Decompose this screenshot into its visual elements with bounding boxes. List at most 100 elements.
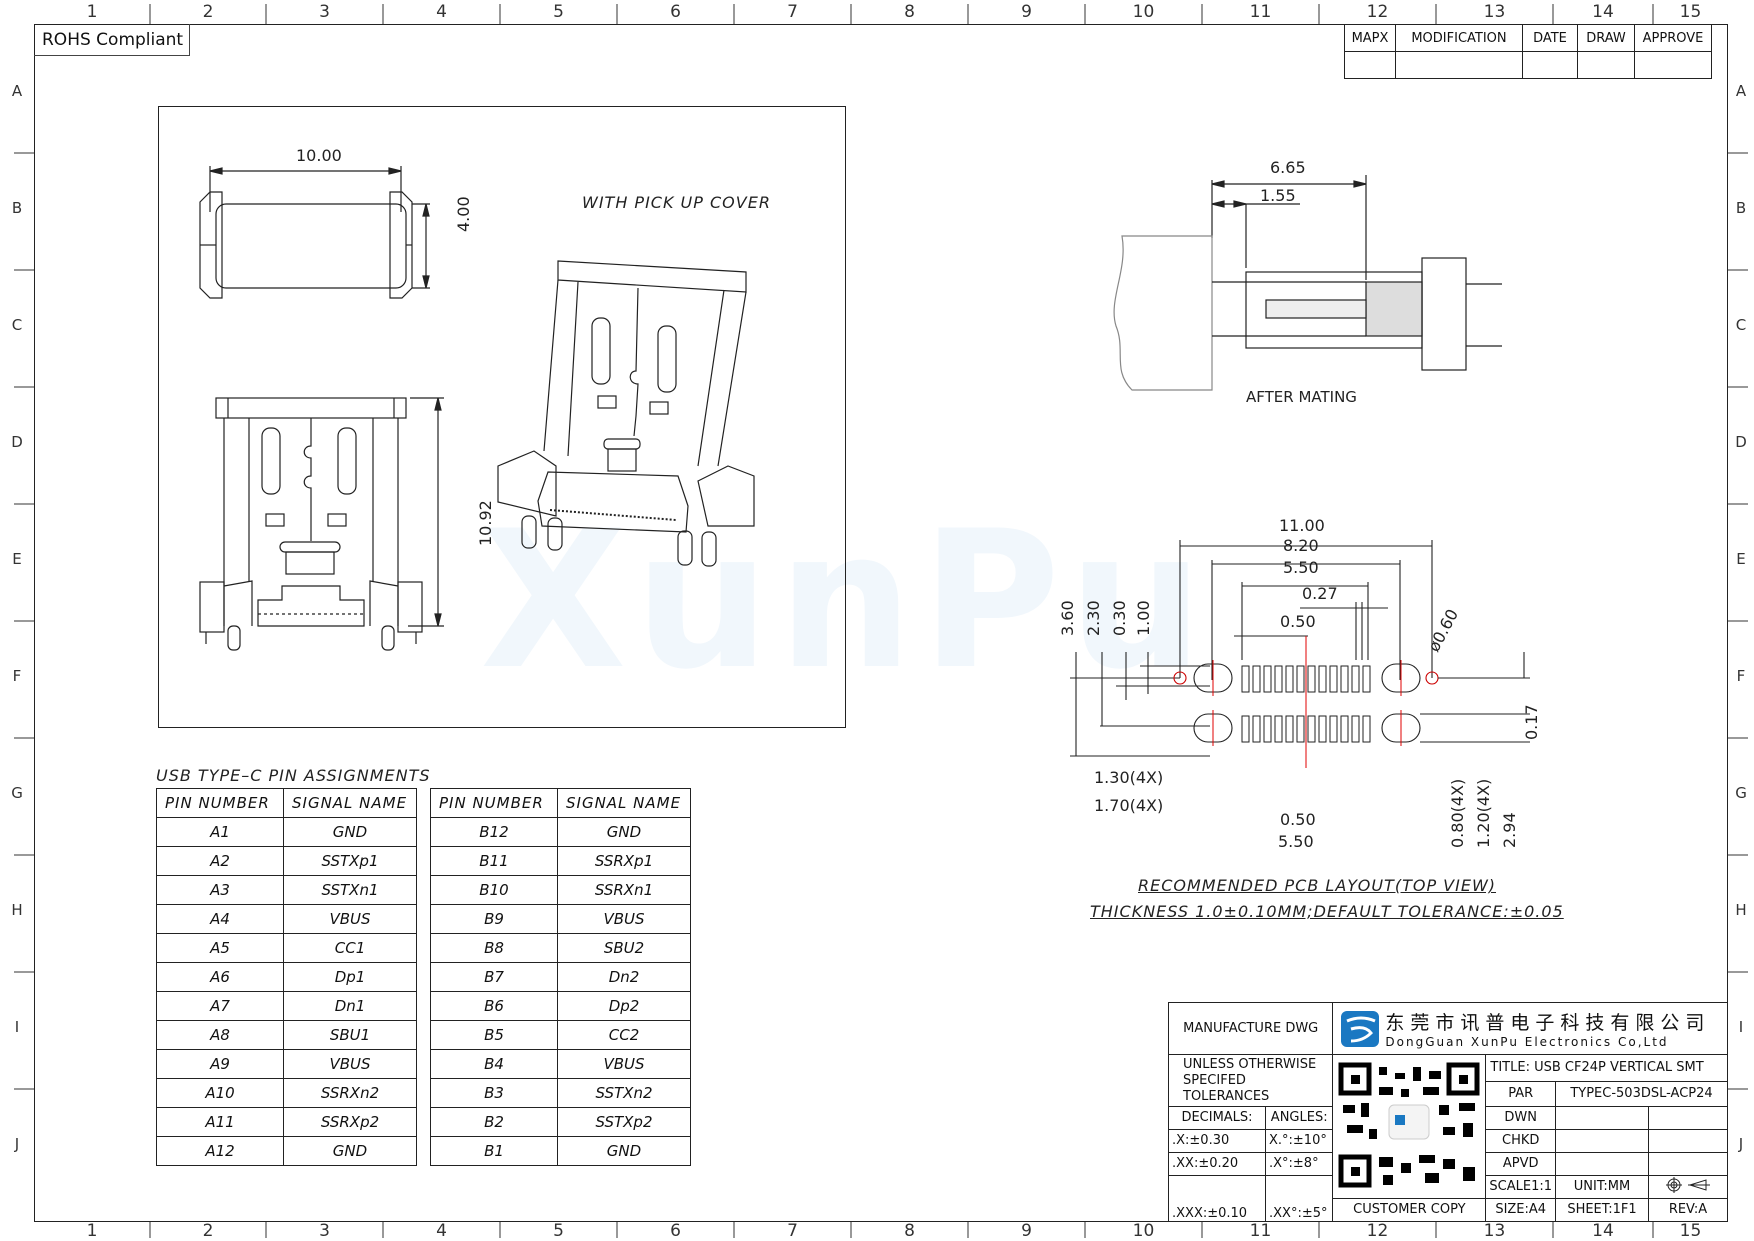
zone-label: C — [11, 316, 23, 334]
zone-label: 13 — [1483, 1221, 1506, 1241]
dim-pcb-5-50: 5.50 — [1283, 558, 1319, 577]
decimal-tol-1: .X:±0.30 — [1168, 1128, 1266, 1153]
dim-height-4: 4.00 — [454, 196, 473, 232]
rev-header-approve: APPROVE — [1634, 24, 1712, 52]
dim-pcb-8-20: 8.20 — [1283, 536, 1319, 555]
signal-name: GND — [557, 817, 691, 847]
apvd-date — [1648, 1151, 1728, 1176]
iso-view-label: WITH PICK UP COVER — [582, 193, 771, 212]
chkd-label: CHKD — [1485, 1128, 1556, 1153]
signal-name: SSRXn2 — [283, 1078, 417, 1108]
zone-ruler-top: 1 2 3 4 5 6 7 8 9 10 11 12 13 14 15 — [34, 0, 1728, 24]
signal-name: SSTXp2 — [557, 1107, 691, 1137]
pin-number: A9 — [156, 1049, 284, 1079]
signal-name: GND — [557, 1136, 691, 1166]
pin-assignments-title: USB TYPE–C PIN ASSIGNMENTS — [156, 766, 431, 785]
dim-pcb-1-70-4x: 1.70(4X) — [1094, 796, 1164, 815]
dim-pcb-pitch-0-50: 0.50 — [1280, 612, 1316, 631]
zone-label: 14 — [1592, 2, 1614, 22]
pin-number: A5 — [156, 933, 284, 963]
dim-pcb-0-27: 0.27 — [1302, 584, 1338, 603]
zone-label: 11 — [1249, 2, 1272, 22]
dim-pcb-1-20-4x: 1.20(4X) — [1474, 778, 1493, 848]
zone-label: 4 — [436, 2, 447, 22]
drawing-border — [34, 24, 1728, 1222]
tolerance-note: UNLESS OTHERWISE SPECIFED TOLERANCES — [1167, 1054, 1334, 1107]
zone-label: J — [1738, 1135, 1744, 1153]
rev-cell — [1634, 51, 1712, 79]
connector-outline-drawing — [199, 166, 755, 651]
dim-width-10: 10.00 — [296, 146, 342, 165]
decimal-tol-3: .XXX:±0.10 — [1168, 1174, 1266, 1223]
dwn-label: DWN — [1485, 1105, 1556, 1130]
angle-tol-2: .X°:±8° — [1264, 1151, 1334, 1176]
zone-label: 8 — [904, 2, 915, 22]
zone-label: E — [12, 550, 22, 568]
pin-number: A11 — [156, 1107, 284, 1137]
pin-number: A10 — [156, 1078, 284, 1108]
zone-label: 12 — [1366, 2, 1389, 22]
signal-name: SSRXp1 — [557, 846, 691, 876]
zone-label: D — [1735, 433, 1747, 451]
pin-number: A6 — [156, 962, 284, 992]
zone-label: 7 — [787, 2, 798, 22]
signal-name-header: SIGNAL NAME — [283, 788, 417, 818]
pin-number: B7 — [430, 962, 558, 992]
zone-label: 5 — [553, 2, 564, 22]
zone-label: 10 — [1132, 2, 1155, 22]
zone-label: A — [1735, 82, 1747, 100]
pin-number: A2 — [156, 846, 284, 876]
qr-code — [1332, 1054, 1487, 1199]
zone-label: I — [14, 1018, 20, 1036]
zone-ruler-bottom: 1 2 3 4 5 6 7 8 9 10 11 12 13 14 15 — [34, 1222, 1728, 1240]
dim-pcb-0-17: 0.17 — [1522, 704, 1541, 740]
zone-label: G — [1735, 784, 1747, 802]
dim-pcb-2-30: 2.30 — [1084, 600, 1103, 636]
zone-label: 9 — [1021, 2, 1032, 22]
signal-name: SSTXn2 — [557, 1078, 691, 1108]
unit-value: UNIT:MM — [1555, 1174, 1649, 1199]
zone-label: 6 — [670, 1221, 681, 1241]
rev-cell — [1344, 51, 1396, 79]
dim-pcb-11-00: 11.00 — [1279, 516, 1325, 535]
signal-name: CC1 — [283, 933, 417, 963]
pin-number: B2 — [430, 1107, 558, 1137]
zone-label: F — [1736, 667, 1746, 685]
apvd-value — [1555, 1151, 1649, 1176]
title-block: MANUFACTURE DWG 东莞市讯普电子科技有限公司 DongGuan X… — [1167, 1001, 1728, 1223]
zone-label: B — [11, 199, 23, 217]
part-number: TYPEC-503DSL-ACP24 — [1555, 1081, 1728, 1107]
rev-cell — [1577, 51, 1635, 79]
zone-label: 8 — [904, 1221, 915, 1241]
zone-label: D — [11, 433, 23, 451]
zone-label: 1 — [86, 2, 98, 22]
zone-label: 7 — [787, 1221, 798, 1241]
zone-label: 14 — [1592, 1221, 1614, 1241]
rev-header-mapx: MAPX — [1344, 24, 1396, 52]
dim-pcb-bottom-5-50: 5.50 — [1278, 832, 1314, 851]
rev-header-date: DATE — [1522, 24, 1578, 52]
zone-label: 2 — [202, 1221, 214, 1241]
zone-label: A — [11, 82, 23, 100]
pin-number: B5 — [430, 1020, 558, 1050]
signal-name-header: SIGNAL NAME — [557, 788, 691, 818]
after-mating-label: AFTER MATING — [1246, 388, 1357, 406]
zone-label: H — [1735, 901, 1747, 919]
signal-name: CC2 — [557, 1020, 691, 1050]
pin-number: B9 — [430, 904, 558, 934]
angle-tol-1: X.°:±10° — [1264, 1128, 1334, 1153]
rohs-compliant-label: ROHS Compliant — [34, 24, 190, 56]
qr-code-icon — [1338, 1062, 1480, 1188]
signal-name: GND — [283, 1136, 417, 1166]
pin-number: A7 — [156, 991, 284, 1021]
dim-pcb-3-60: 3.60 — [1058, 600, 1077, 636]
